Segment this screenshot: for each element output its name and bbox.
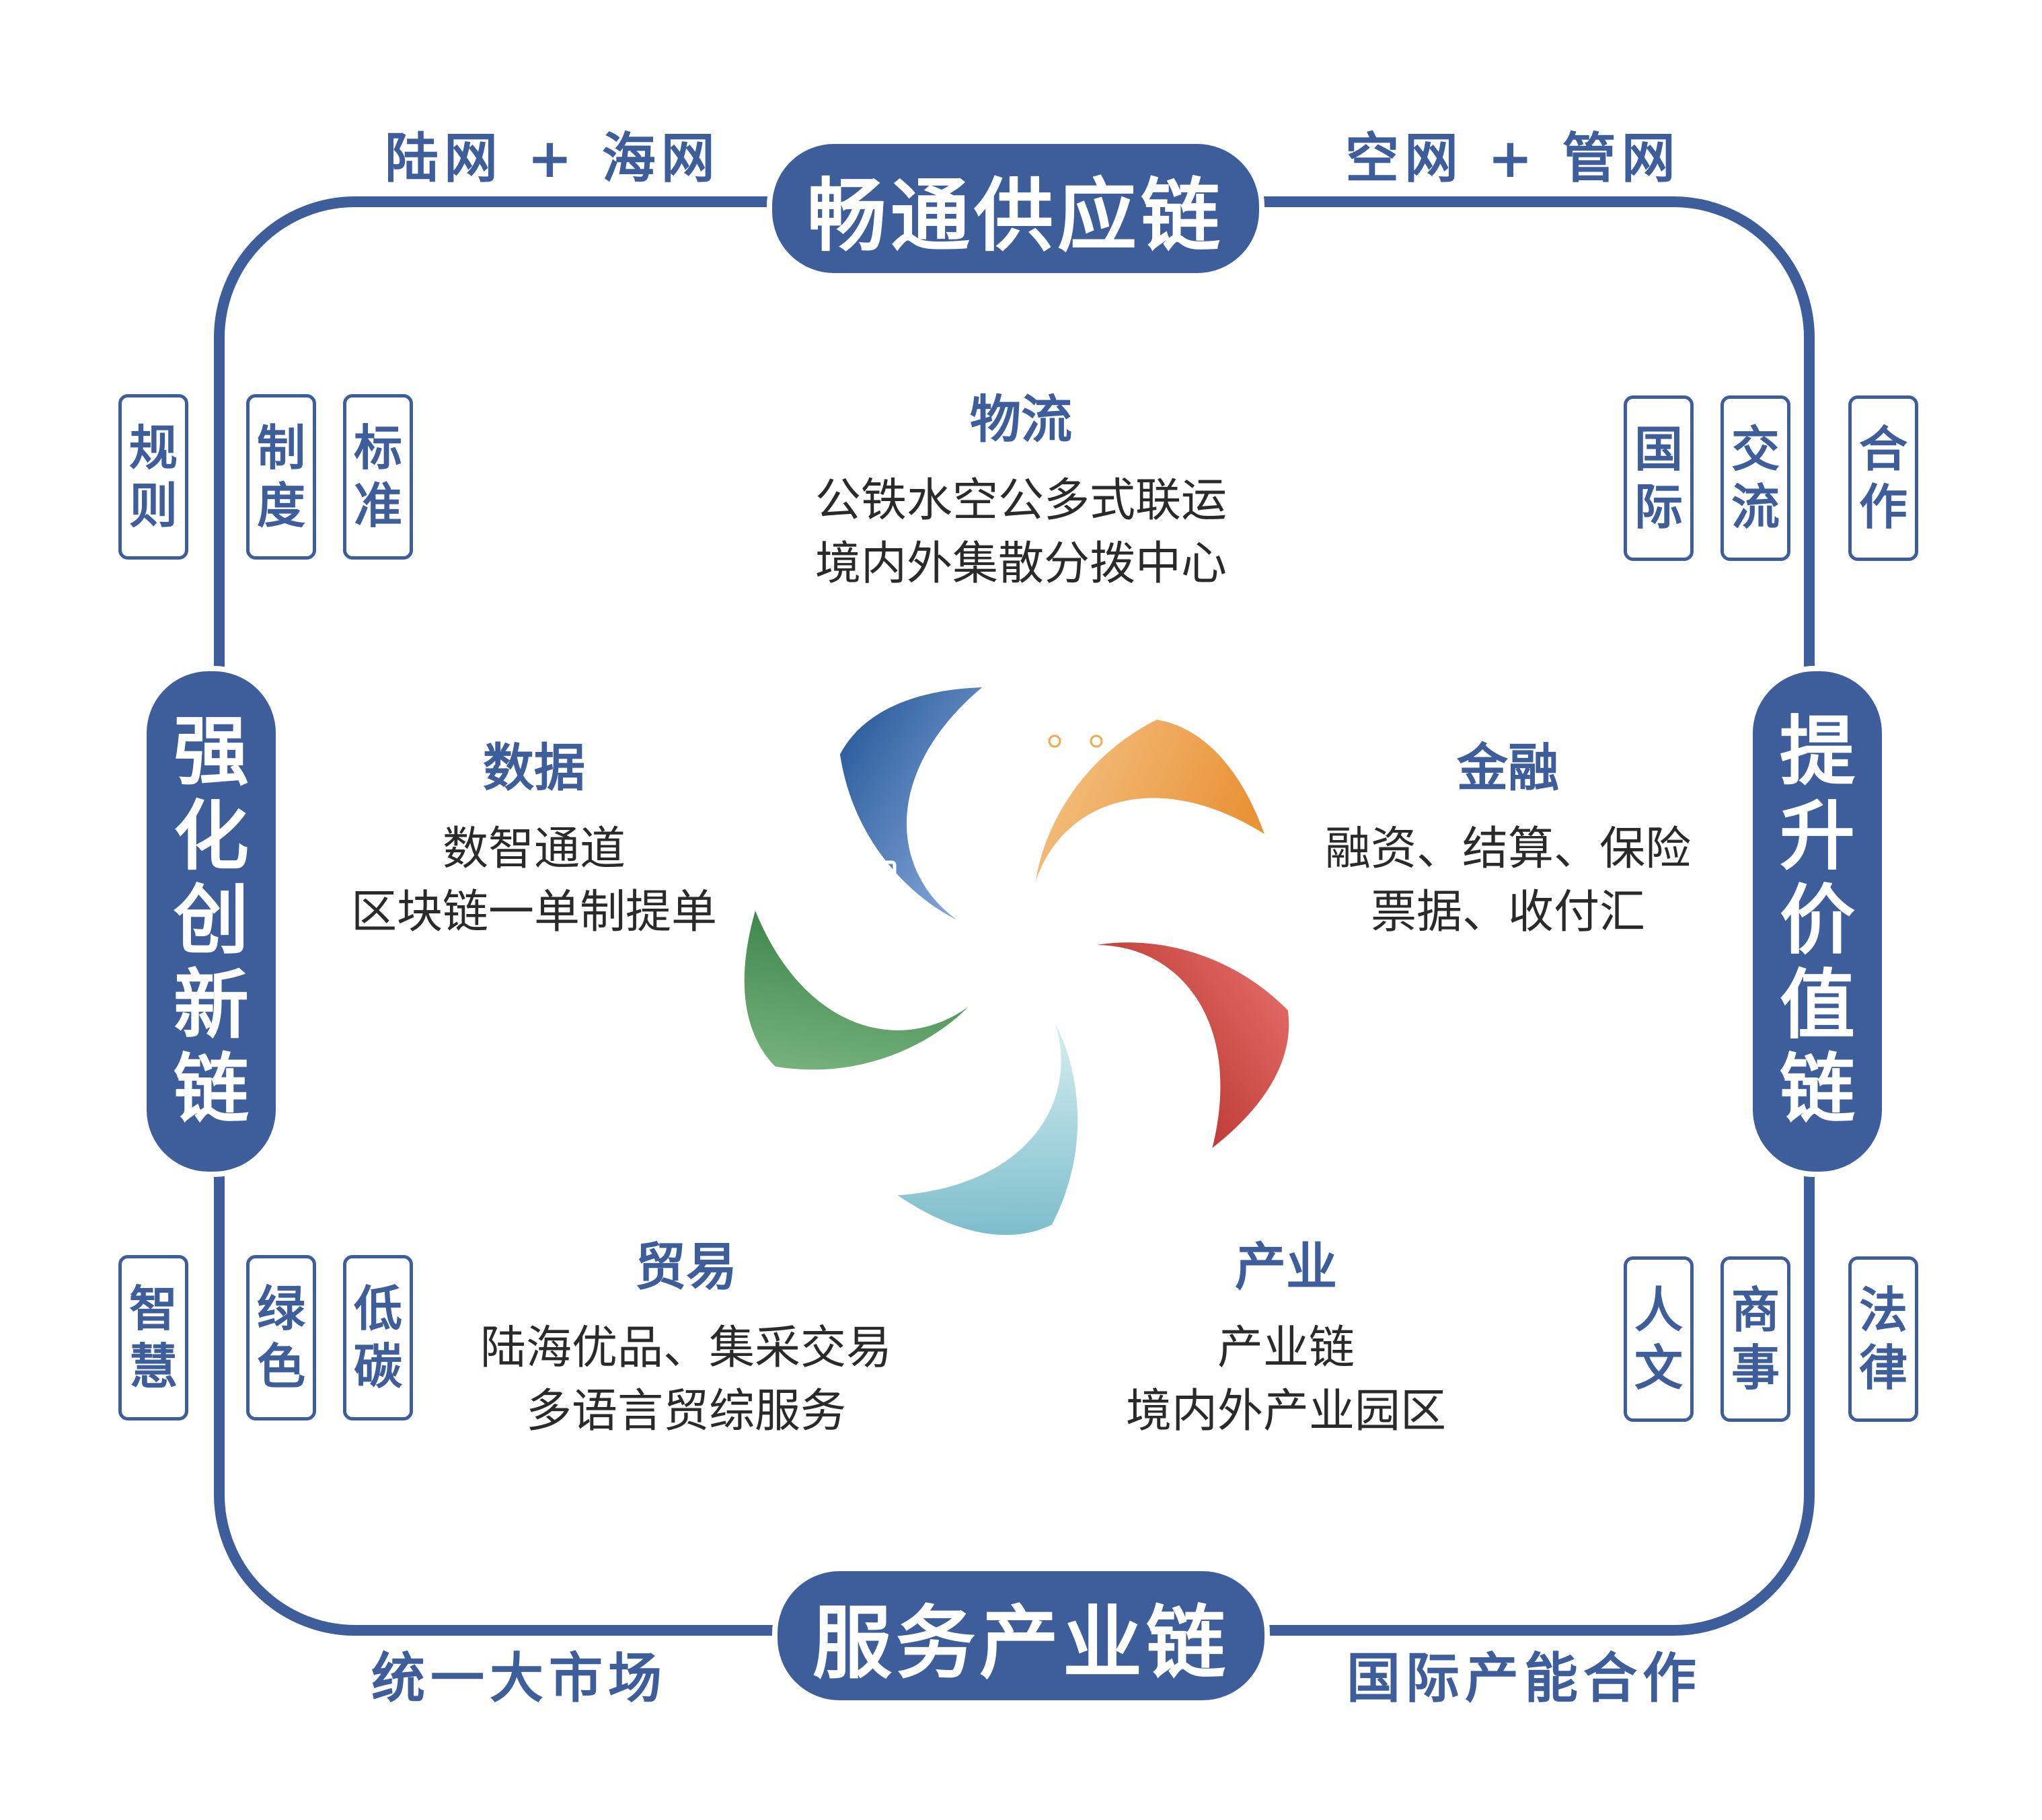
section-logistics: 物流 公铁水空公多式联运 境内外集散分拨中心 [815, 394, 1227, 596]
title-left: 强化创新链 [141, 666, 281, 1177]
section-logistics-title: 物流 [969, 389, 1072, 449]
title-top: 畅通供应链 [767, 139, 1264, 278]
truck-icon [1024, 713, 1107, 748]
pinwheel [726, 659, 1318, 1251]
tag-lower-left-2: 绿色 [246, 1255, 316, 1420]
tag-upper-right-2: 交流 [1720, 395, 1790, 561]
tag-upper-right-1: 国际 [1624, 395, 1694, 561]
tag-lower-right-3: 法律 [1848, 1256, 1918, 1422]
section-data-title: 数据 [482, 738, 585, 798]
label-top-left: 陆网 + 海网 [385, 127, 720, 190]
handshake-icon [880, 1056, 946, 1098]
section-trade-title: 贸易 [634, 1237, 737, 1297]
petal-logistics [1036, 720, 1264, 881]
title-right: 提升价值链 [1747, 666, 1887, 1177]
title-bottom: 服务产业链 [772, 1566, 1270, 1706]
label-bottom-right: 国际产能合作 [1347, 1647, 1702, 1710]
petal-data [802, 659, 1027, 919]
section-finance: 金融 融资、结算、保险 票据、收付汇 [1325, 743, 1691, 944]
section-logistics-line: 境内外集散分拨中心 [815, 537, 1227, 591]
label-top-right: 空网 + 管网 [1345, 127, 1681, 190]
tag-lower-right-1: 人文 [1624, 1256, 1694, 1422]
monitor-chart-icon [831, 860, 897, 917]
section-industry-title: 产业 [1234, 1237, 1337, 1297]
tag-lower-right-2: 商事 [1720, 1256, 1790, 1422]
section-logistics-line: 公铁水空公多式联运 [815, 474, 1227, 527]
tag-upper-left-3: 标准 [343, 394, 413, 560]
section-finance-line: 票据、收付汇 [1370, 885, 1646, 939]
label-bottom-left: 统一大市场 [371, 1647, 667, 1710]
section-data-line: 区块链一单制提单 [350, 885, 718, 939]
petal-trade [726, 872, 969, 1138]
tag-upper-right-3: 合作 [1848, 395, 1918, 561]
tag-upper-left-2: 制度 [246, 394, 316, 560]
section-industry: 产业 产业链 境内外产业园区 [1126, 1242, 1446, 1443]
section-data-line: 数智通道 [442, 823, 626, 876]
tag-lower-left-1: 智慧 [118, 1255, 188, 1420]
section-finance-line: 融资、结算、保险 [1324, 823, 1692, 876]
section-data: 数据 数智通道 区块链一单制提单 [351, 743, 717, 944]
section-industry-line: 境内外产业园区 [1125, 1384, 1447, 1438]
section-industry-line: 产业链 [1217, 1322, 1355, 1375]
petal-industry [870, 1022, 1150, 1251]
section-trade: 贸易 陆海优品、集采交易 多语言贸综服务 [480, 1242, 892, 1443]
section-trade-line: 陆海优品、集采交易 [480, 1322, 893, 1375]
section-finance-title: 金融 [1456, 738, 1559, 798]
bank-icon [1094, 1106, 1150, 1162]
tag-upper-left-1: 规则 [118, 394, 188, 560]
tag-lower-left-3: 低碳 [343, 1255, 413, 1420]
money-hand-icon [1217, 899, 1291, 955]
section-trade-line: 多语言贸综服务 [525, 1384, 847, 1438]
